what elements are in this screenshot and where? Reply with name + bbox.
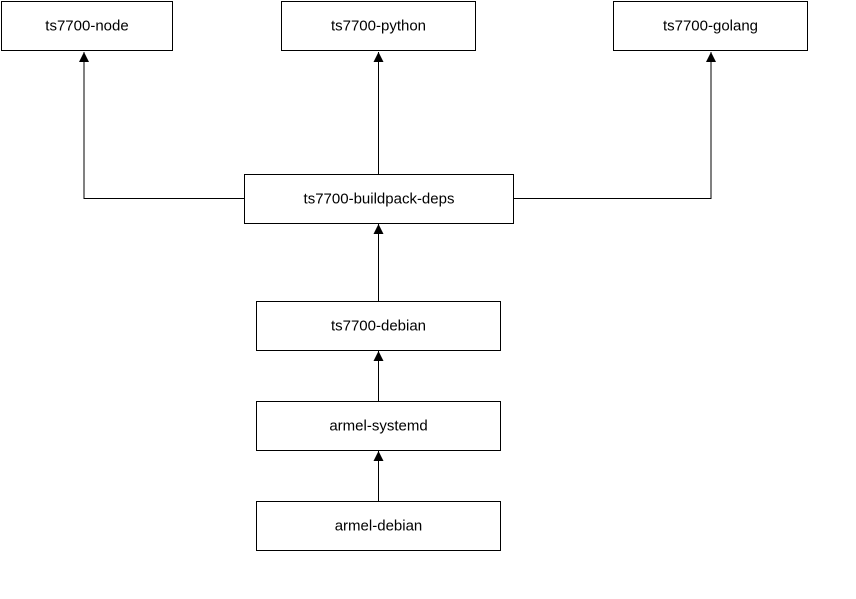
node-armel-systemd: armel-systemd	[256, 401, 501, 451]
edge-buildpack-deps-to-golang	[513, 52, 716, 199]
node-label: ts7700-debian	[331, 318, 426, 335]
node-ts7700-buildpack-deps: ts7700-buildpack-deps	[244, 174, 514, 224]
node-ts7700-debian: ts7700-debian	[256, 301, 501, 351]
node-label: ts7700-node	[45, 18, 128, 35]
node-label: ts7700-golang	[663, 18, 758, 35]
node-ts7700-golang: ts7700-golang	[613, 1, 808, 51]
edge-buildpack-deps-to-node	[79, 52, 244, 199]
node-label: armel-systemd	[329, 418, 427, 435]
node-ts7700-node: ts7700-node	[1, 1, 173, 51]
node-label: ts7700-python	[331, 18, 426, 35]
node-ts7700-python: ts7700-python	[281, 1, 476, 51]
node-label: armel-debian	[335, 518, 423, 535]
node-armel-debian: armel-debian	[256, 501, 501, 551]
node-label: ts7700-buildpack-deps	[304, 191, 455, 208]
